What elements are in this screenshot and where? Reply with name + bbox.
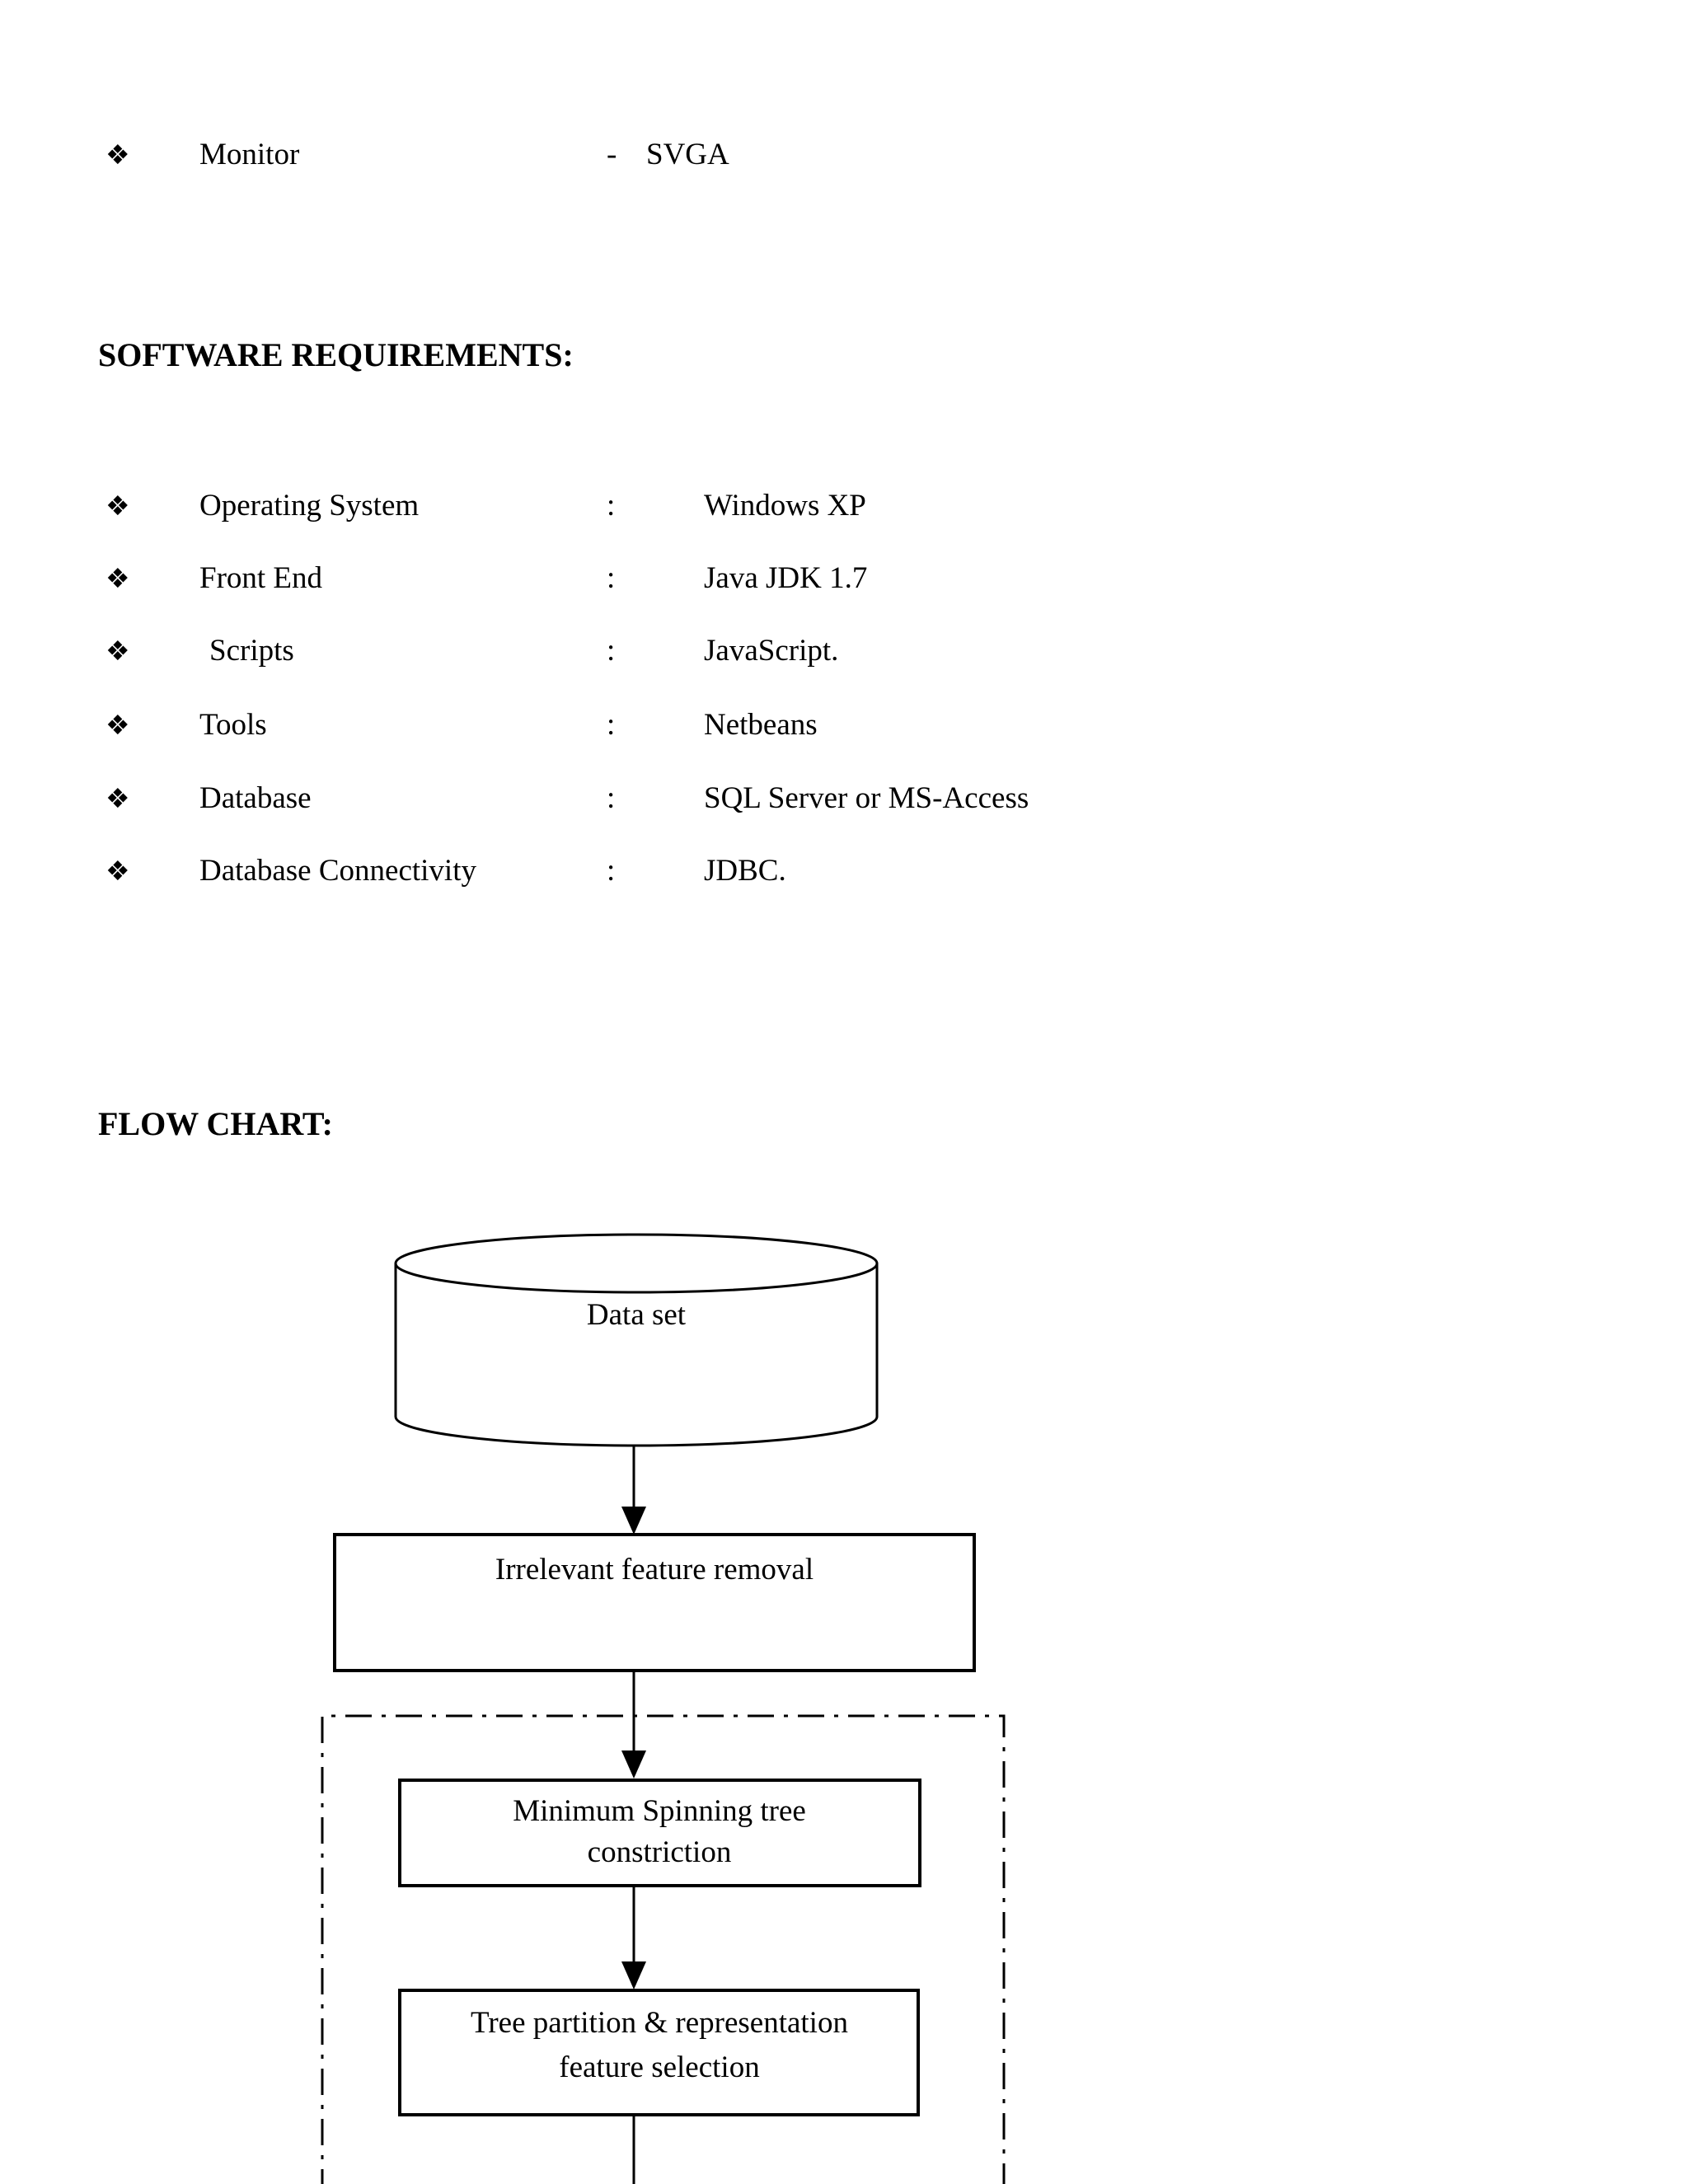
diamond-bullet-icon: ❖ xyxy=(106,562,130,594)
flow-arrow xyxy=(621,1446,646,1535)
requirement-label: Operating System xyxy=(199,489,420,523)
process-box xyxy=(333,1533,976,1672)
requirement-separator: : xyxy=(607,781,616,815)
partition-process-node: Tree partition & representation feature … xyxy=(398,1989,920,2116)
requirement-separator: : xyxy=(607,561,616,595)
dataset-label: Data set xyxy=(587,1298,687,1332)
diamond-bullet-icon: ❖ xyxy=(106,855,130,887)
software-requirement-row: ❖ Database : SQL Server or MS-Access xyxy=(0,778,1688,819)
requirement-label: Database Connectivity xyxy=(199,854,476,888)
requirement-value: SVGA xyxy=(646,138,729,171)
requirement-separator: - xyxy=(607,138,617,171)
arrow-head-icon xyxy=(621,1507,646,1535)
software-requirement-row: ❖ Scripts : JavaScript. xyxy=(0,630,1688,672)
requirement-label: Scripts xyxy=(209,634,294,668)
requirement-label: Front End xyxy=(199,561,323,595)
flow-arrow xyxy=(621,1886,646,1990)
requirement-value: SQL Server or MS-Access xyxy=(704,781,1029,815)
mst-label-line1: Minimum Spinning tree xyxy=(513,1794,806,1828)
hardware-requirement-row: ❖ Monitor - SVGA xyxy=(0,134,1688,176)
software-requirement-row: ❖ Tools : Netbeans xyxy=(0,705,1688,746)
requirement-separator: : xyxy=(607,708,616,742)
diamond-bullet-icon: ❖ xyxy=(106,709,130,741)
dashdot-boundary xyxy=(321,1714,1006,2184)
process-box xyxy=(398,1989,920,2116)
requirement-label: Tools xyxy=(199,708,267,742)
mst-process-node: Minimum Spinning tree constriction xyxy=(398,1779,921,1887)
diamond-bullet-icon: ❖ xyxy=(106,490,130,522)
dataset-cylinder-node: Data set xyxy=(394,1233,879,1447)
software-requirement-row: ❖ Front End : Java JDK 1.7 xyxy=(0,558,1688,599)
requirement-value: Windows XP xyxy=(704,489,866,523)
diamond-bullet-icon: ❖ xyxy=(106,782,130,814)
cylinder-top xyxy=(394,1233,879,1294)
process-box xyxy=(398,1779,921,1887)
requirement-separator: : xyxy=(607,489,616,523)
requirement-separator: : xyxy=(607,854,616,888)
partition-label-line2: feature selection xyxy=(559,2050,759,2084)
flow-arrow xyxy=(621,1671,646,1779)
removal-process-node: Irrelevant feature removal xyxy=(333,1533,976,1672)
software-requirements-heading: SOFTWARE REQUIREMENTS: xyxy=(98,336,574,373)
requirement-value: Netbeans xyxy=(704,708,818,742)
requirement-value: Java JDK 1.7 xyxy=(704,561,868,595)
software-requirement-row: ❖ Operating System : Windows XP xyxy=(0,485,1688,527)
partition-label-line1: Tree partition & representation xyxy=(471,2006,848,2040)
software-requirement-row: ❖ Database Connectivity : JDBC. xyxy=(0,851,1688,892)
requirement-label: Monitor xyxy=(199,138,300,171)
mst-label-line2: constriction xyxy=(588,1835,732,1869)
requirement-separator: : xyxy=(607,634,616,668)
flow-chart-heading: FLOW CHART: xyxy=(98,1105,333,1142)
diamond-bullet-icon: ❖ xyxy=(106,138,130,171)
arrow-head-icon xyxy=(621,1750,646,1779)
diamond-bullet-icon: ❖ xyxy=(106,635,130,667)
cylinder-body xyxy=(394,1263,879,1447)
requirement-label: Database xyxy=(199,781,312,815)
arrow-head-icon xyxy=(621,1961,646,1990)
requirement-value: JavaScript. xyxy=(704,634,839,668)
requirement-value: JDBC. xyxy=(704,854,786,888)
removal-label: Irrelevant feature removal xyxy=(495,1553,814,1586)
